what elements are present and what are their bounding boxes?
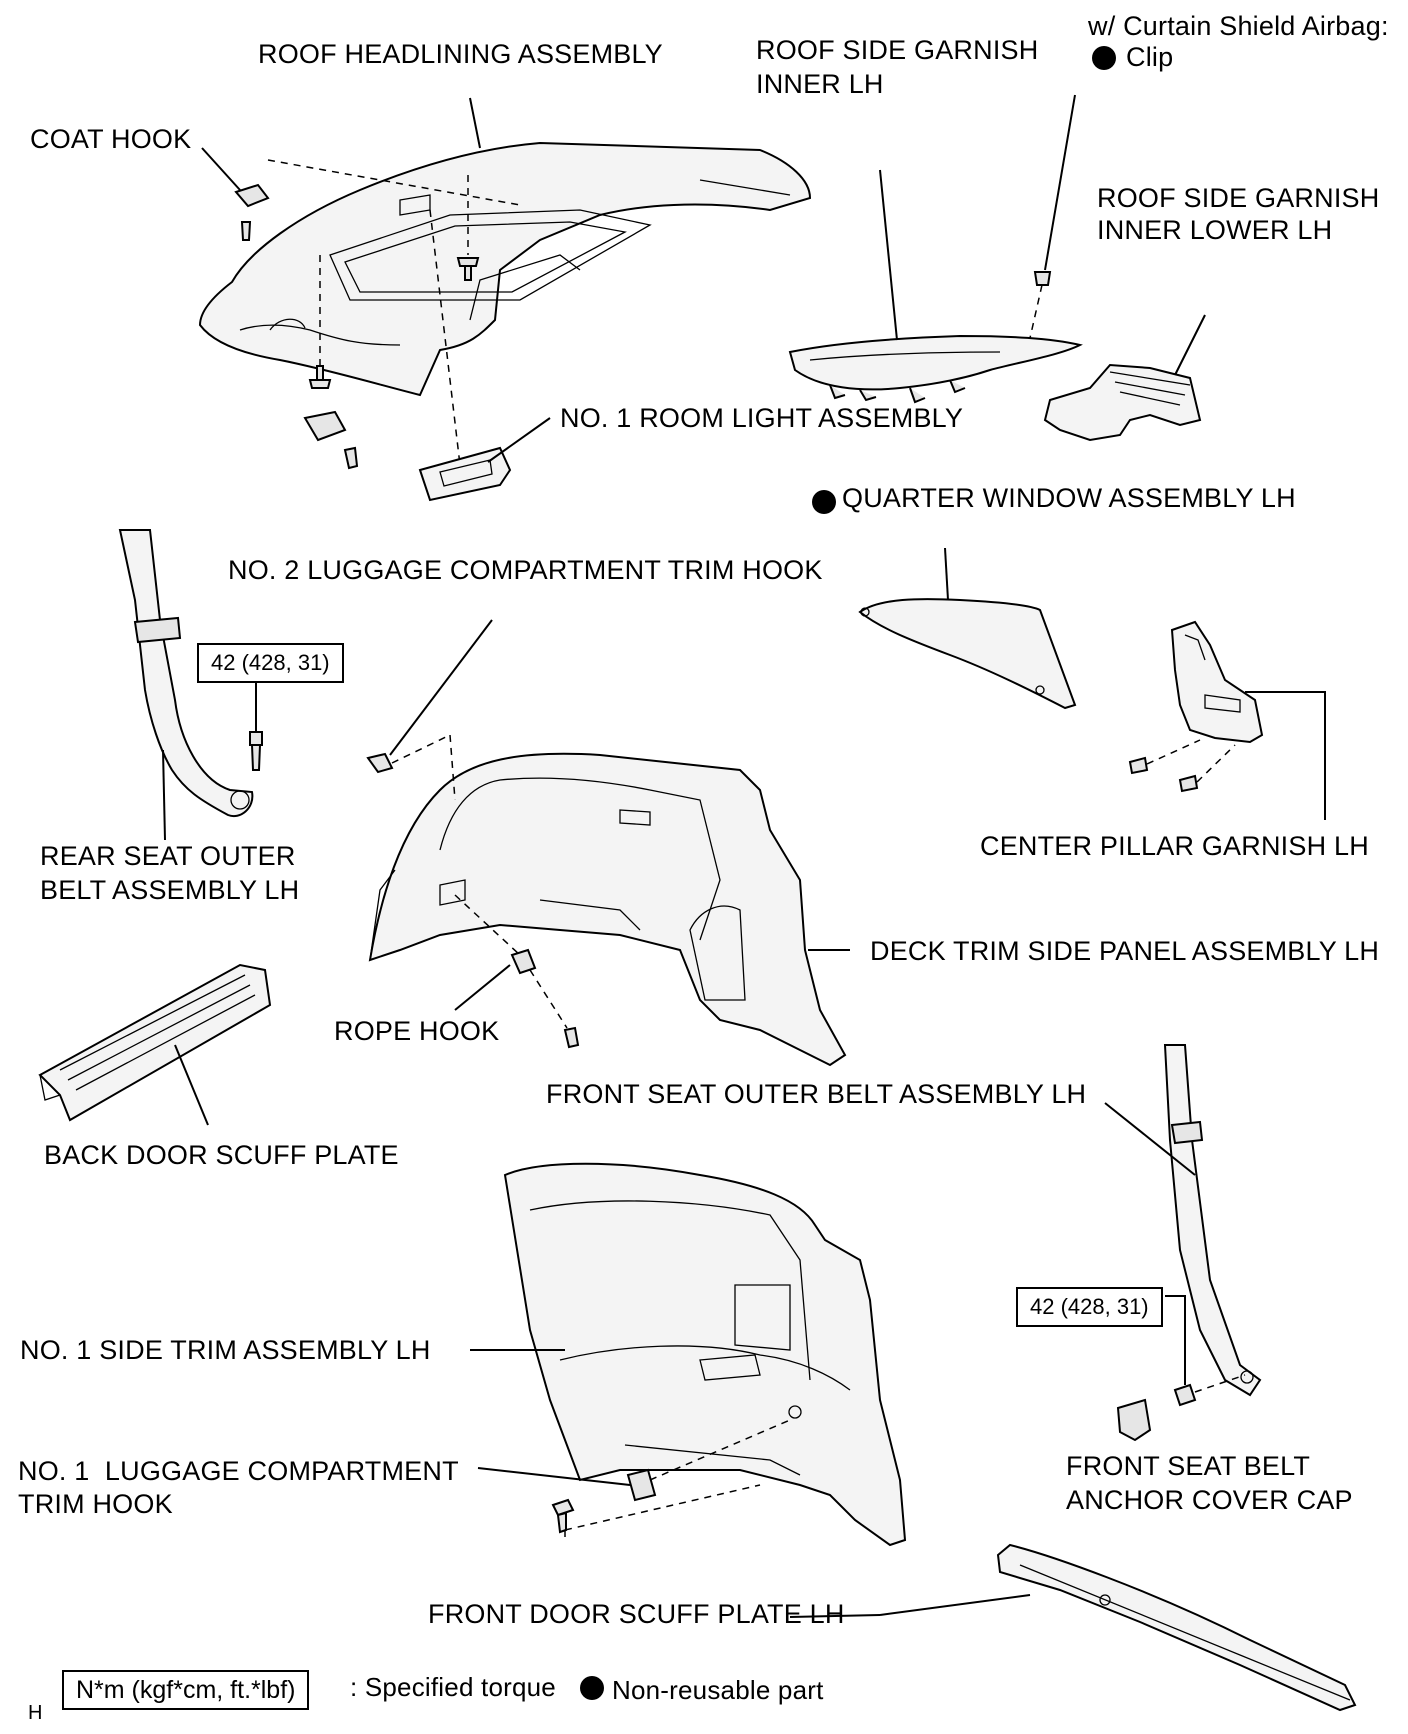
front-belt-torque-box: 42 (428, 31): [1016, 1287, 1163, 1327]
torque-unit-box: N*m (kgf*cm, ft.*lbf): [62, 1670, 310, 1710]
anchor-cover-cap-drawing: [1116, 1398, 1152, 1442]
roof-side-garnish-inner-drawing: [788, 94, 1083, 404]
rope-hook-drawing: [454, 894, 580, 1049]
coat-hook-drawing: [201, 147, 270, 241]
roof-headlining-drawing: [198, 141, 812, 466]
center-pillar-label: CENTER PILLAR GARNISH LH: [980, 831, 1369, 861]
back-door-scuff-drawing: [38, 963, 272, 1126]
non-reusable-legend-icon: [580, 1676, 604, 1700]
coat-hook-label: COAT HOOK: [30, 124, 192, 154]
rear-belt-label: REAR SEAT OUTER: [40, 841, 296, 871]
side-trim-label: NO. 1 SIDE TRIM ASSEMBLY LH: [20, 1335, 431, 1365]
deck-trim-label: DECK TRIM SIDE PANEL ASSEMBLY LH: [870, 936, 1380, 966]
deck-trim-side-panel-drawing: [368, 752, 850, 1067]
rear-belt-label-2: BELT ASSEMBLY LH: [40, 875, 300, 905]
roof-side-garnish-lower-label: ROOF SIDE GARNISH: [1097, 183, 1380, 213]
rope-hook-label: ROPE HOOK: [334, 1016, 500, 1046]
rear-seat-belt-drawing: [118, 529, 263, 841]
rear-belt-torque-box: 42 (428, 31): [197, 643, 344, 683]
front-seat-belt-drawing: [1104, 1044, 1262, 1407]
roof-side-garnish-lower-drawing: [1043, 314, 1206, 442]
luggage-hook-1-label-2: TRIM HOOK: [18, 1489, 173, 1519]
corner-code: H: [28, 1702, 43, 1724]
non-reusable-marker-icon: [1092, 46, 1116, 70]
luggage-hook-1-label: NO. 1 LUGGAGE COMPARTMENT: [18, 1456, 459, 1486]
luggage-hook-2-label: NO. 2 LUGGAGE COMPARTMENT TRIM HOOK: [228, 555, 823, 585]
torque-legend-label: : Specified torque: [350, 1672, 556, 1702]
quarter-window-drawing: [858, 547, 1077, 710]
clip-label: Clip: [1126, 42, 1174, 72]
luggage-hook-1-drawing: [477, 1419, 791, 1540]
center-pillar-garnish-drawing: [1128, 620, 1326, 820]
headlining-clips-drawing: [303, 257, 480, 470]
luggage-hook-2-drawing: [366, 619, 493, 801]
front-door-scuff-label: FRONT DOOR SCUFF PLATE LH: [428, 1599, 845, 1629]
back-door-scuff-label: BACK DOOR SCUFF PLATE: [44, 1140, 399, 1170]
room-light-label: NO. 1 ROOM LIGHT ASSEMBLY: [560, 403, 964, 433]
airbag-note-label: w/ Curtain Shield Airbag:: [1088, 11, 1389, 41]
nonreusable-legend-label: Non-reusable part: [612, 1675, 824, 1705]
roof-headlining-label: ROOF HEADLINING ASSEMBLY: [258, 39, 663, 69]
roof-side-garnish-inner-label: ROOF SIDE GARNISH: [756, 35, 1039, 65]
anchor-cap-label: FRONT SEAT BELT: [1066, 1451, 1311, 1481]
anchor-cap-label-2: ANCHOR COVER CAP: [1066, 1485, 1353, 1515]
roof-side-garnish-inner-label-2: INNER LH: [756, 69, 884, 99]
non-reusable-marker-icon: [812, 490, 836, 514]
front-belt-label: FRONT SEAT OUTER BELT ASSEMBLY LH: [546, 1079, 1087, 1109]
roof-side-garnish-lower-label-2: INNER LOWER LH: [1097, 215, 1333, 245]
front-door-scuff-drawing: [879, 1543, 1357, 1712]
quarter-window-label: QUARTER WINDOW ASSEMBLY LH: [842, 483, 1296, 513]
room-light-drawing: [418, 417, 551, 502]
side-trim-assembly-drawing: [470, 1162, 907, 1547]
